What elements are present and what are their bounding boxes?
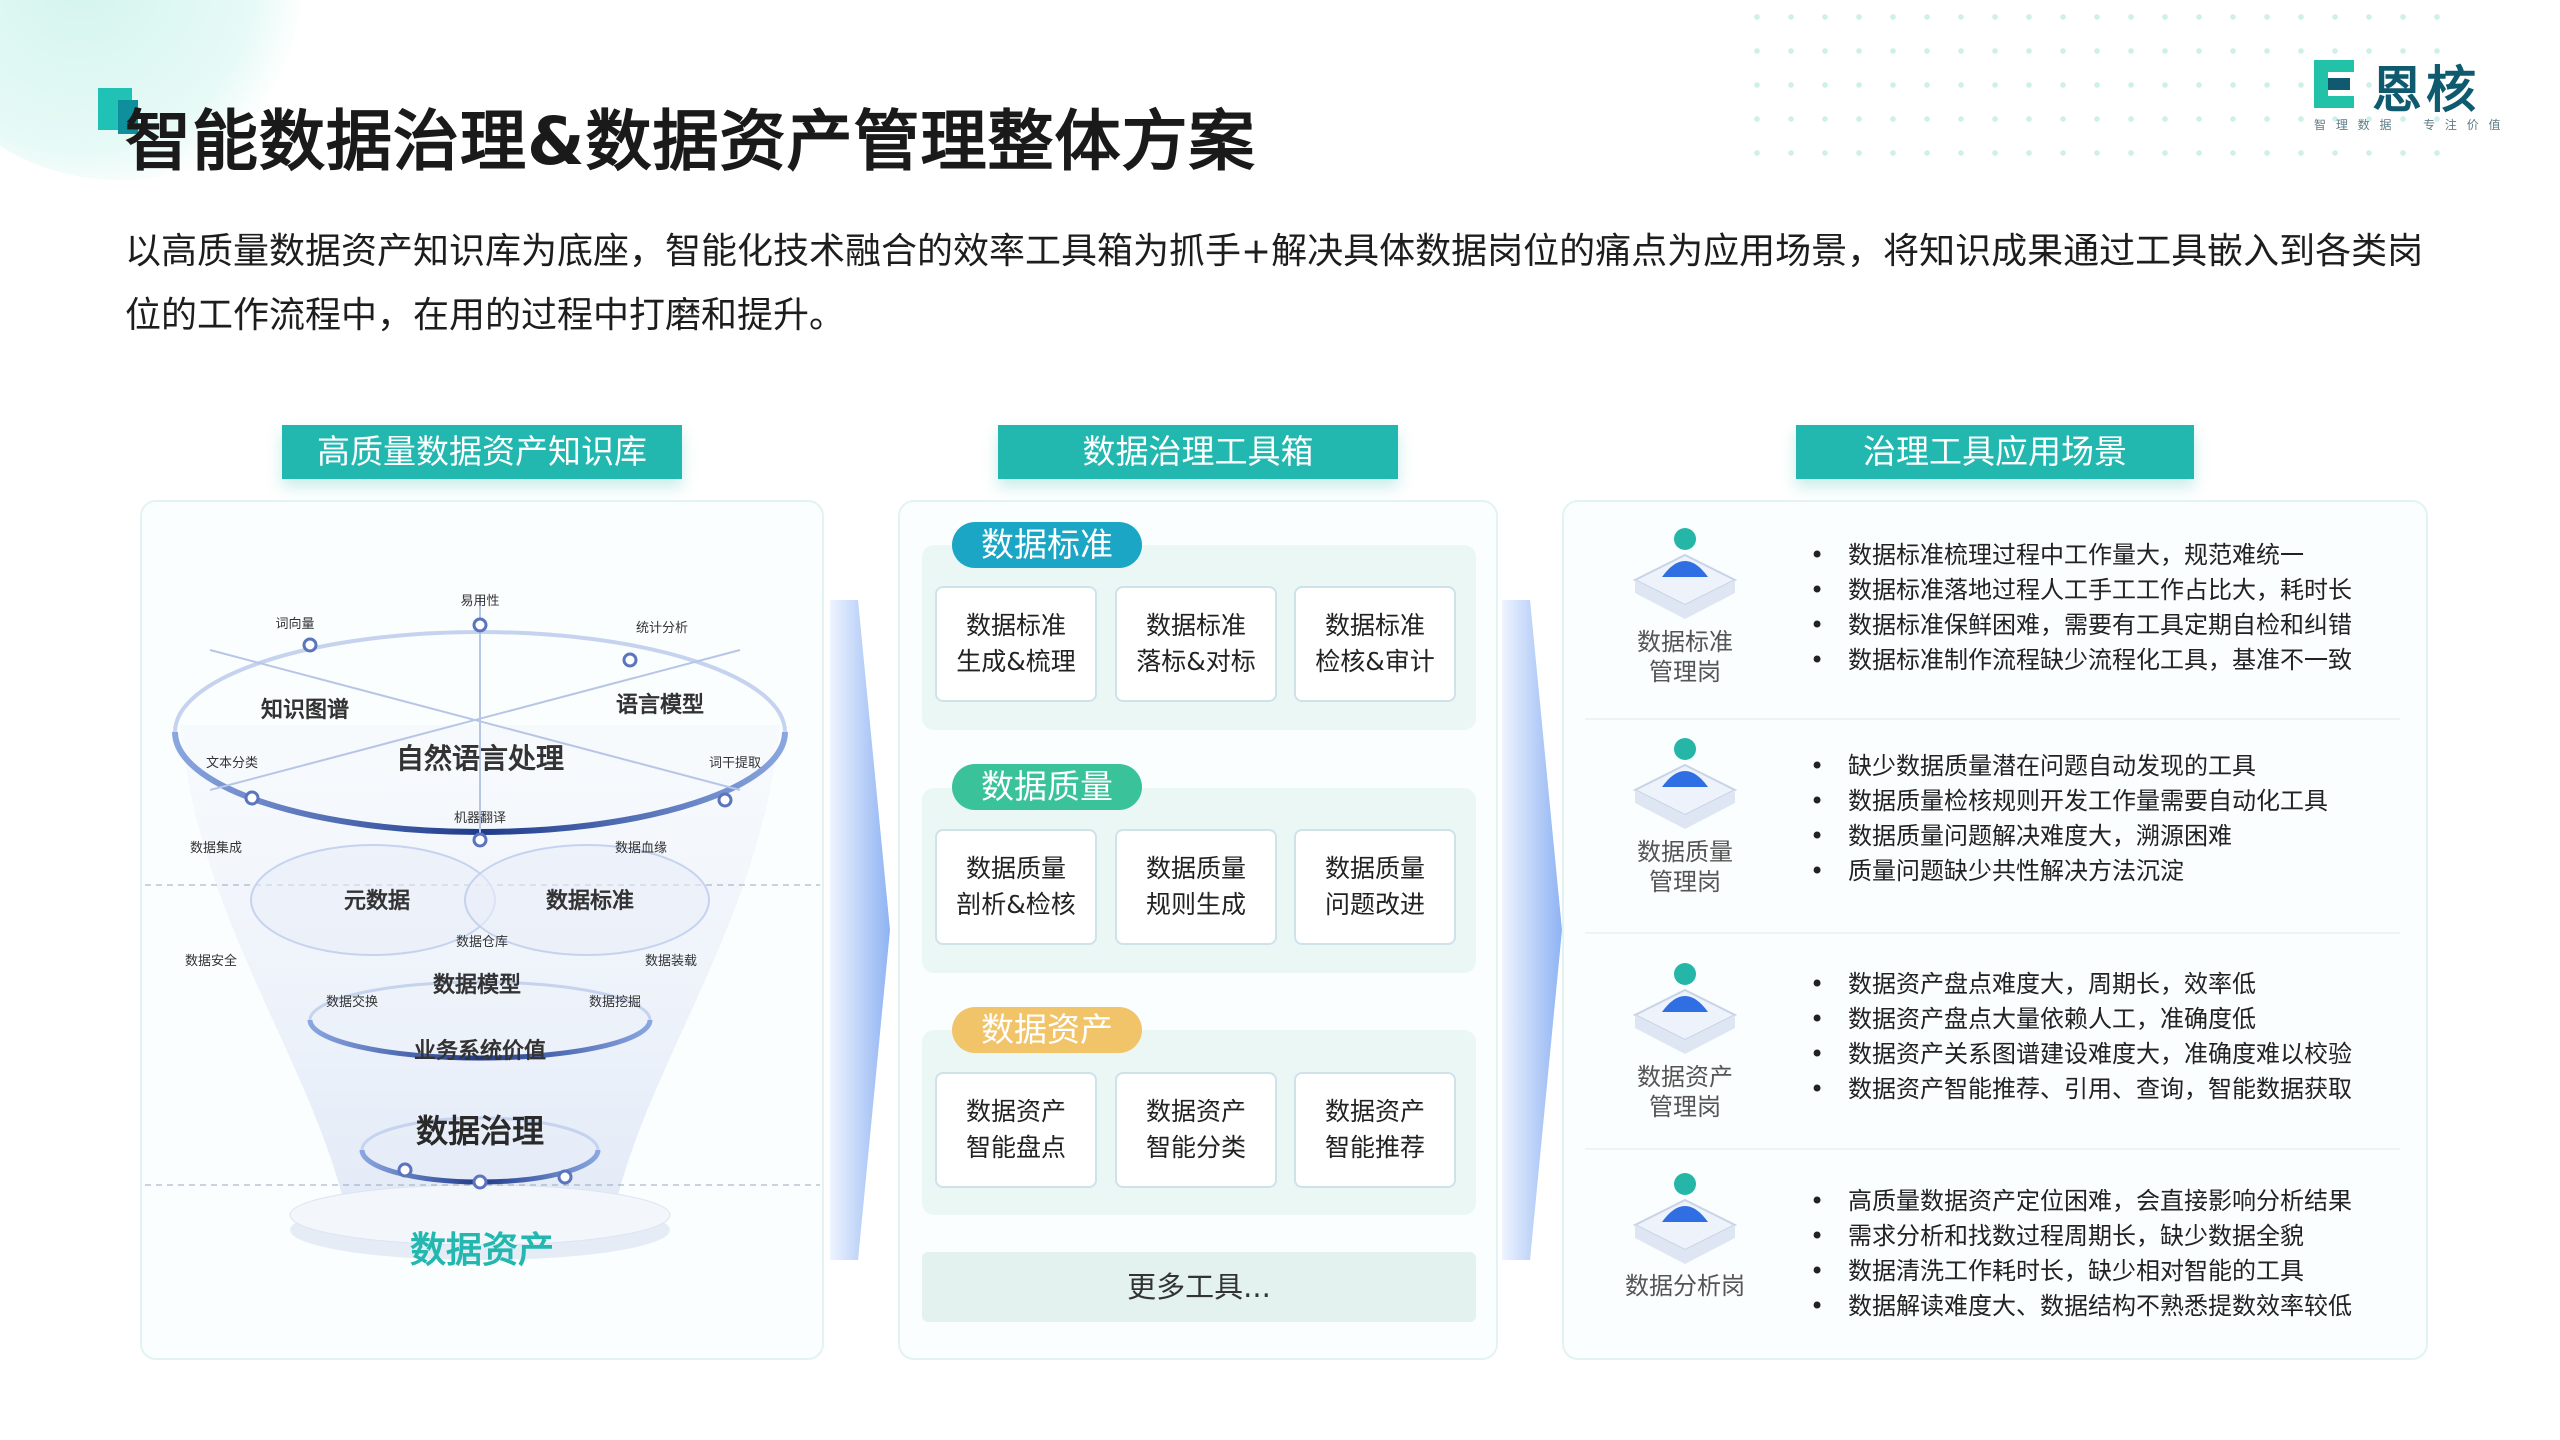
list-item: 数据清洗工作耗时长，缺少相对智能的工具 (1810, 1254, 2352, 1289)
node (717, 792, 733, 808)
list-item: 数据标准落地过程人工手工工作占比大，耗时长 (1810, 573, 2352, 608)
tool-card[interactable]: 数据资产智能分类 (1115, 1072, 1277, 1188)
list-item: 数据标准保鲜困难，需要有工具定期自检和纠错 (1810, 608, 2352, 643)
node (472, 617, 488, 633)
label-usability: 易用性 (460, 594, 499, 609)
brand-logo: 恩核 智 理 数 据 专 注 价 值 (2310, 50, 2510, 140)
tool-card[interactable]: 数据标准检核&审计 (1294, 586, 1456, 702)
list-item: 数据资产关系图谱建设难度大，准确度难以校验 (1810, 1037, 2352, 1072)
label-data-integration: 数据集成 (190, 840, 242, 856)
label-business-value: 业务系统价值 (414, 1038, 546, 1064)
page-title: 智能数据治理&数据资产管理整体方案 (125, 103, 1256, 180)
list-item: 数据资产智能推荐、引用、查询，智能数据获取 (1810, 1072, 2352, 1107)
tool-group-title: 数据质量 (952, 764, 1142, 810)
more-tools-button[interactable]: 更多工具... (922, 1252, 1476, 1322)
tool-group-title: 数据资产 (952, 1007, 1142, 1053)
tool-card[interactable]: 数据资产智能推荐 (1294, 1072, 1456, 1188)
node (302, 637, 318, 653)
model-ring-front (307, 1019, 653, 1061)
label-knowledge-graph: 知识图谱 (261, 697, 349, 723)
tool-card[interactable]: 数据质量剖析&检核 (935, 829, 1097, 945)
label-statistics: 统计分析 (636, 621, 688, 636)
list-item: 数据资产盘点大量依赖人工，准确度低 (1810, 1002, 2352, 1037)
label-data-security: 数据安全 (185, 953, 237, 969)
list-item: 数据资产盘点难度大，周期长，效率低 (1810, 967, 2352, 1002)
role-label: 数据质量管理岗 (1637, 838, 1733, 896)
label-language-model: 语言模型 (616, 692, 704, 718)
tool-card[interactable]: 数据标准落标&对标 (1115, 586, 1277, 702)
tool-card[interactable]: 数据标准生成&梳理 (935, 586, 1097, 702)
list-item: 数据解读难度大、数据结构不熟悉提数效率较低 (1810, 1289, 2352, 1324)
tool-group-title: 数据标准 (952, 522, 1142, 568)
label-machine-translate: 机器翻译 (454, 811, 506, 826)
tool-card[interactable]: 数据资产智能盘点 (935, 1072, 1097, 1188)
label-data-mining: 数据挖掘 (589, 995, 641, 1010)
list-item: 数据质量问题解决难度大，溯源困难 (1810, 819, 2328, 854)
divider (1585, 718, 2400, 720)
divider (1585, 1148, 2400, 1150)
scenario-list: 数据资产盘点难度大，周期长，效率低 数据资产盘点大量依赖人工，准确度低 数据资产… (1810, 967, 2352, 1107)
standard-ellipse (464, 844, 710, 956)
node (397, 1162, 413, 1178)
brand-tagline: 智 理 数 据 专 注 价 值 (2314, 118, 2504, 132)
node (472, 832, 488, 848)
label-data-exchange: 数据交换 (326, 994, 378, 1010)
brand-name: 恩核 (2372, 61, 2480, 119)
role-label: 数据分析岗 (1625, 1272, 1745, 1300)
node (557, 1169, 573, 1185)
label-data-warehouse: 数据仓库 (456, 934, 508, 950)
user-role-icon (1632, 738, 1738, 829)
user-role-icon (1632, 528, 1738, 619)
label-data-standard: 数据标准 (546, 888, 634, 914)
flow-arrow-icon (830, 600, 890, 1260)
divider (1585, 932, 2400, 934)
list-item: 数据标准梳理过程中工作量大，规范难统一 (1810, 538, 2352, 573)
label-nlp: 自然语言处理 (396, 742, 564, 775)
list-item: 需求分析和找数过程周期长，缺少数据全貌 (1810, 1219, 2352, 1254)
scenario-list: 数据标准梳理过程中工作量大，规范难统一 数据标准落地过程人工手工工作占比大，耗时… (1810, 538, 2352, 678)
role-label: 数据资产管理岗 (1637, 1063, 1733, 1121)
label-metadata: 元数据 (344, 888, 410, 914)
label-text-classify: 文本分类 (206, 756, 258, 771)
title-accent-bar-dark (118, 100, 138, 134)
tool-card[interactable]: 数据质量规则生成 (1115, 829, 1277, 945)
node (244, 790, 260, 806)
flow-arrow-icon (1502, 600, 1562, 1260)
connector-line (209, 649, 741, 791)
list-item: 数据标准制作流程缺少流程化工具，基准不一致 (1810, 643, 2352, 678)
tool-card[interactable]: 数据质量问题改进 (1294, 829, 1456, 945)
label-data-loading: 数据装载 (645, 954, 697, 969)
node (472, 1174, 488, 1190)
list-item: 缺少数据质量潜在问题自动发现的工具 (1810, 749, 2328, 784)
label-data-governance: 数据治理 (416, 1112, 544, 1150)
column-header-scenarios: 治理工具应用场景 (1796, 425, 2194, 479)
scenario-list: 高质量数据资产定位困难，会直接影响分析结果 需求分析和找数过程周期长，缺少数据全… (1810, 1184, 2352, 1324)
intro-paragraph: 以高质量数据资产知识库为底座，智能化技术融合的效率工具箱为抓手+解决具体数据岗位… (125, 231, 2424, 336)
scenario-list: 缺少数据质量潜在问题自动发现的工具 数据质量检核规则开发工作量需要自动化工具 数… (1810, 749, 2328, 889)
list-item: 质量问题缺少共性解决方法沉淀 (1810, 854, 2328, 889)
list-item: 高质量数据资产定位困难，会直接影响分析结果 (1810, 1184, 2352, 1219)
label-word-vector: 词向量 (275, 616, 314, 632)
user-role-icon (1632, 1173, 1738, 1264)
user-role-icon (1632, 963, 1738, 1054)
list-item: 数据质量检核规则开发工作量需要自动化工具 (1810, 784, 2328, 819)
role-label: 数据标准管理岗 (1637, 628, 1733, 686)
column-header-toolbox: 数据治理工具箱 (998, 425, 1398, 479)
label-data-model: 数据模型 (433, 972, 521, 998)
brand-logo-icon (2314, 60, 2354, 108)
label-data-assets: 数据资产 (410, 1230, 554, 1271)
label-word-extract: 词干提取 (709, 755, 761, 771)
column-header-knowledge: 高质量数据资产知识库 (282, 425, 682, 479)
label-data-lineage: 数据血缘 (615, 841, 667, 856)
knowledge-funnel-diagram: 易用性 词向量 统计分析 文本分类 词干提取 机器翻译 知识图谱 语言模型 自然… (145, 594, 820, 1271)
node (622, 652, 638, 668)
